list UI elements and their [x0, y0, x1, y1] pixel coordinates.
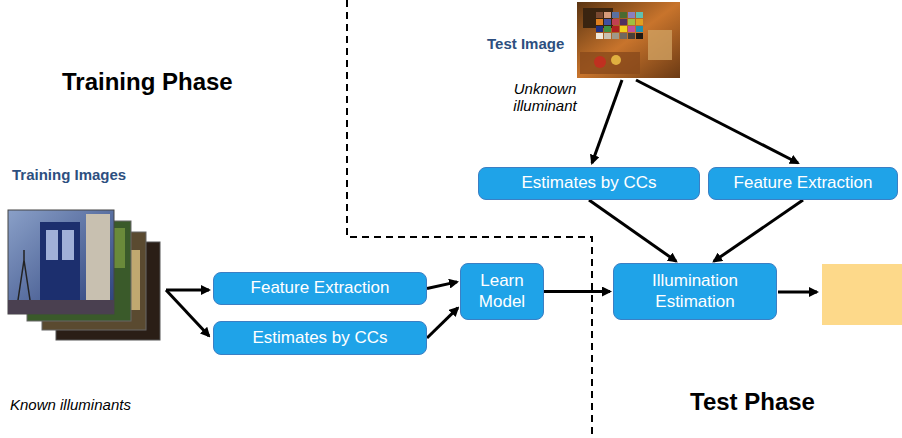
flow-arrow: [636, 80, 798, 163]
box-label: Feature Extraction: [734, 173, 873, 193]
flow-arrow: [544, 290, 610, 293]
process-box: Illumination Estimation: [613, 263, 777, 320]
process-box: Estimates by CCs: [478, 167, 700, 200]
flow-arrow: [427, 282, 457, 289]
phase-title: Test Phase: [690, 388, 815, 416]
image-heading: Test Image: [487, 35, 564, 52]
flow-arrow: [589, 200, 676, 261]
box-label: Learn Model: [467, 271, 537, 312]
box-label: Estimates by CCs: [521, 173, 656, 193]
training-images: [8, 210, 160, 340]
process-box: Feature Extraction: [708, 167, 898, 200]
flow-arrow: [166, 290, 209, 336]
process-box: Feature Extraction: [213, 272, 427, 305]
flow-arrow: [714, 200, 803, 261]
process-box: Estimates by CCs: [213, 321, 427, 355]
flow-arrow: [592, 80, 622, 163]
flow-arrow: [166, 289, 209, 292]
phase-divider: [347, 0, 592, 438]
image-heading: Training Images: [12, 166, 126, 183]
phase-title: Training Phase: [62, 68, 233, 96]
flow-arrow: [778, 291, 817, 294]
image-note: Known illuminants: [10, 396, 131, 413]
test-image: [577, 2, 680, 78]
box-label: Feature Extraction: [251, 278, 390, 298]
process-box: Learn Model: [460, 263, 544, 320]
image-note: Unknown illuminant: [505, 80, 585, 114]
flow-arrow: [427, 308, 458, 338]
illuminant-swatch: [822, 264, 902, 325]
box-label: Illumination Estimation: [620, 271, 770, 312]
box-label: Estimates by CCs: [252, 328, 387, 348]
